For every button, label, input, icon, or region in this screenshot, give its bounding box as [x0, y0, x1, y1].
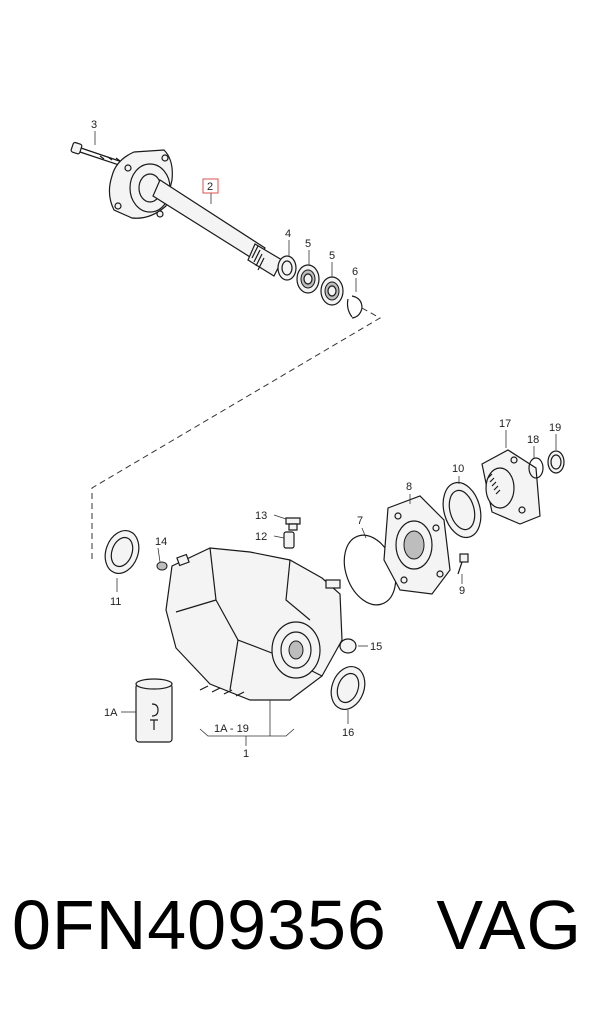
callout-1A-19[interactable]: 1A - 19	[214, 723, 249, 735]
callout-7[interactable]: 7	[357, 515, 363, 527]
bolt-9[interactable]	[457, 553, 469, 575]
oil-can-1A[interactable]	[135, 678, 173, 743]
callout-5b[interactable]: 5	[329, 250, 335, 262]
callout-6[interactable]: 6	[352, 266, 358, 278]
transfer-case-housing-1[interactable]	[165, 547, 343, 701]
breather-13[interactable]	[285, 517, 301, 531]
circlip-19[interactable]	[547, 450, 565, 474]
callout-1A[interactable]: 1A	[104, 707, 118, 719]
flange-shaft-2[interactable]	[108, 149, 283, 277]
seal-ring-4[interactable]	[277, 255, 297, 281]
callout-10[interactable]: 10	[452, 463, 464, 475]
callout-5a[interactable]: 5	[305, 238, 311, 250]
sleeve-12[interactable]	[283, 531, 295, 549]
seal-ring-10[interactable]	[437, 478, 486, 541]
callout-4[interactable]: 4	[285, 228, 291, 240]
callout-2-highlight	[202, 178, 219, 194]
callout-8[interactable]: 8	[406, 481, 412, 493]
output-flange-17[interactable]	[481, 449, 541, 525]
callout-13[interactable]: 13	[255, 510, 267, 522]
ring-18[interactable]	[528, 457, 544, 479]
callout-15[interactable]: 15	[370, 641, 382, 653]
cover-flange-8[interactable]	[383, 495, 451, 595]
callout-17[interactable]: 17	[499, 418, 511, 430]
callout-18[interactable]: 18	[527, 434, 539, 446]
brand-name: VAG	[436, 886, 582, 964]
circlip-6[interactable]	[346, 295, 363, 319]
bearing-5a[interactable]	[296, 264, 320, 294]
part-number: 0FN409356	[12, 886, 387, 964]
callout-19[interactable]: 19	[549, 422, 561, 434]
seal-11[interactable]	[99, 526, 144, 578]
callout-14[interactable]: 14	[155, 536, 167, 548]
callout-2[interactable]: 2	[207, 181, 213, 193]
seal-16[interactable]	[325, 662, 370, 714]
callout-9[interactable]: 9	[459, 585, 465, 597]
plug-15[interactable]	[339, 638, 357, 654]
callout-3[interactable]: 3	[91, 119, 97, 131]
bearing-5b[interactable]	[320, 276, 344, 306]
plug-14[interactable]	[156, 561, 168, 571]
exploded-parts-diagram: 2 3 4 5 5 6 11 14 13 12 15 16 7 8 9 10 1…	[70, 119, 565, 760]
callout-11[interactable]: 11	[110, 596, 121, 608]
assembly-line	[91, 307, 382, 560]
callout-1[interactable]: 1	[243, 748, 249, 760]
callout-16[interactable]: 16	[342, 727, 354, 739]
callout-12[interactable]: 12	[255, 531, 267, 543]
